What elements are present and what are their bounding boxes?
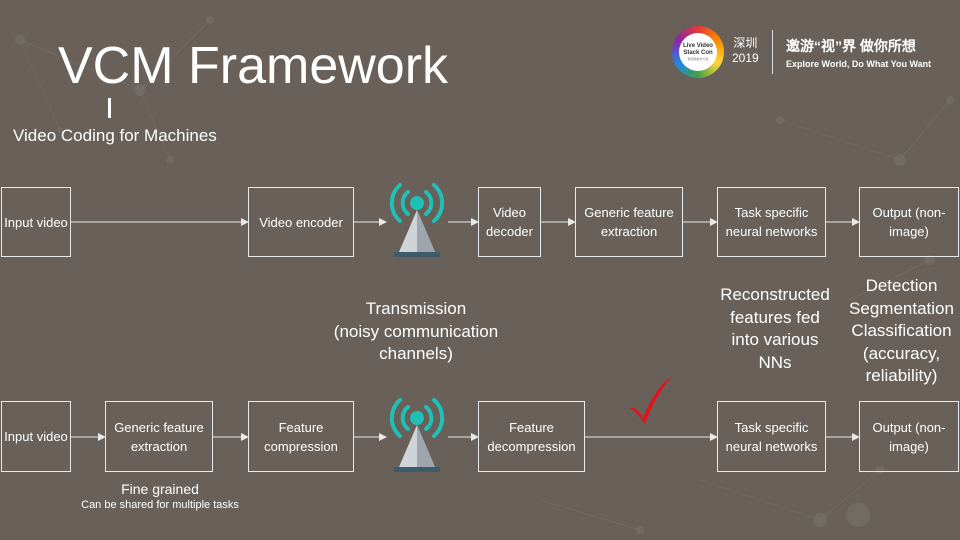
reconstructed-note-line3: into various <box>731 330 819 349</box>
logo-text-line3: 音视频技术大会 <box>687 57 709 61</box>
r1-output-box: Output (non- image) <box>859 187 959 257</box>
r1-task-specific-networks-box: Task specific neural networks <box>717 187 826 257</box>
tasks-note-line3: Classification <box>851 321 952 340</box>
checkmark-icon <box>630 376 672 424</box>
machine-tasks-note: Detection Segmentation Classification (a… <box>843 275 960 388</box>
reconstructed-note-line2: features fed <box>730 307 820 327</box>
text-cursor <box>108 98 111 118</box>
page-title: VCM Framework <box>58 37 449 95</box>
transmission-note-line1: Transmission <box>365 299 467 318</box>
tasks-note-line2: Segmentation <box>849 298 954 318</box>
r2-generic-feature-extraction-box: Generic feature extraction <box>105 401 213 472</box>
slogan-english: Explore World, Do What You Want <box>786 59 932 69</box>
transmission-note: Transmission (noisy communication channe… <box>318 298 514 366</box>
page-subtitle: Video Coding for Machines <box>13 126 217 145</box>
r2-task-specific-networks-box: Task specific neural networks <box>717 401 826 472</box>
event-city: 深圳 <box>733 36 758 50</box>
r2-feature-compression-box: Feature compression <box>248 401 354 472</box>
r2-output-box: Output (non- image) <box>859 401 959 472</box>
r2-feature-decompression-box: Feature decompression <box>478 401 585 472</box>
tasks-note-line4: (accuracy, <box>862 343 941 363</box>
conference-logo: Live Video Stack Con 音视频技术大会 <box>672 26 724 78</box>
r1-generic-feature-extraction-box: Generic feature extraction <box>575 187 683 257</box>
reconstructed-features-note: Reconstructed features fed into various … <box>708 284 842 374</box>
r1-video-decoder-box: Video decoder <box>478 187 541 257</box>
transmission-note-line2: (noisy communication <box>333 321 499 341</box>
reconstructed-note-line4: NNs <box>758 352 792 372</box>
fine-grained-note: Fine grained <box>121 481 199 497</box>
logo-text-line2: Stack Con <box>683 50 713 56</box>
event-slogan: 邀游“视”界 做你所想 Explore World, Do What You W… <box>786 36 931 69</box>
transmission-note-line3: channels) <box>379 344 453 363</box>
r2-transmission-antenna-icon <box>389 398 445 472</box>
r1-transmission-antenna-icon <box>389 183 445 257</box>
reconstructed-note-line1: Reconstructed <box>720 285 830 304</box>
r1-video-encoder-box: Video encoder <box>248 187 354 257</box>
logo-text-line1: Live Video <box>683 43 713 49</box>
shared-tasks-note: Can be shared for multiple tasks <box>81 499 239 511</box>
tasks-note-line5: reliability) <box>865 366 938 385</box>
r2-input-video-box: Input video <box>1 401 71 472</box>
slogan-chinese: 邀游“视”界 做你所想 <box>786 38 916 54</box>
tasks-note-line1: Detection <box>865 276 938 295</box>
r1-input-video-box: Input video <box>1 187 71 257</box>
event-year: 2019 <box>732 51 759 65</box>
event-location: 深圳 2019 <box>732 36 759 66</box>
header-divider <box>772 30 773 74</box>
